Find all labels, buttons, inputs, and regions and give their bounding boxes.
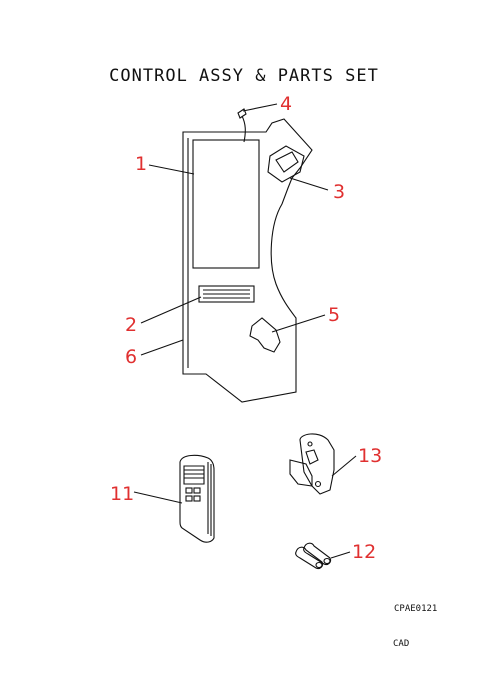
leader-3	[289, 177, 329, 191]
batteries	[295, 542, 332, 570]
callout-3: 3	[333, 181, 345, 203]
diagram-title: CONTROL ASSY & PARTS SET	[109, 66, 379, 86]
terminal-block	[198, 285, 255, 303]
callout-12: 12	[352, 541, 376, 563]
remote-controller	[179, 454, 215, 543]
drawing-code: CPAE0121	[394, 604, 438, 614]
leader-6	[140, 339, 184, 356]
cad-tag: CAD	[393, 639, 410, 649]
control-box-housing	[182, 118, 313, 403]
leader-4	[242, 103, 278, 112]
leader-11	[133, 491, 183, 504]
callout-2: 2	[125, 314, 137, 336]
control-board	[192, 139, 260, 269]
callout-6: 6	[125, 346, 137, 368]
leader-12	[330, 551, 351, 559]
transformer	[267, 145, 305, 183]
callout-5: 5	[328, 304, 340, 326]
thermistor-sensor	[237, 108, 247, 143]
leader-13	[331, 455, 357, 477]
remote-holder	[289, 433, 335, 495]
fuse-holder	[249, 317, 281, 353]
leader-1	[148, 164, 195, 175]
callout-1: 1	[135, 153, 147, 175]
leader-2	[140, 296, 202, 324]
callout-11: 11	[110, 483, 134, 505]
leader-lines	[133, 103, 357, 559]
leader-5	[271, 314, 326, 333]
callout-13: 13	[358, 445, 382, 467]
callout-4: 4	[280, 93, 292, 115]
